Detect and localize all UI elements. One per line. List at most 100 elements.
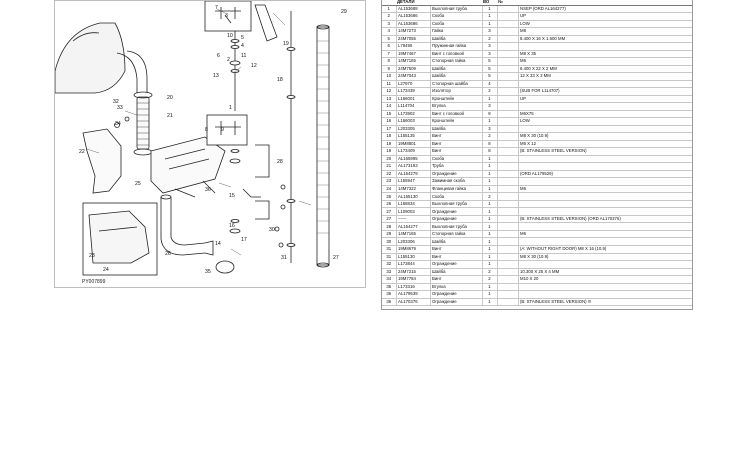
cell-note bbox=[518, 222, 692, 231]
cell-name: Винт bbox=[430, 132, 483, 141]
cell-no: 24 bbox=[382, 185, 397, 194]
callout-36: 36 bbox=[205, 187, 211, 193]
cell-no: 28 bbox=[382, 222, 397, 231]
cell-name: Пружинная гайка bbox=[430, 42, 483, 51]
cell-note bbox=[518, 177, 692, 186]
cell-sep bbox=[497, 253, 519, 262]
cell-sep bbox=[497, 102, 519, 111]
table-header-row: ДЕТАЛИ ВО № bbox=[382, 0, 692, 6]
cell-name: Скоба bbox=[430, 20, 483, 29]
cell-note: M8 X 35 bbox=[518, 50, 692, 59]
cell-part: 24M7509 bbox=[396, 65, 431, 74]
cell-no: 34 bbox=[382, 275, 397, 284]
cell-sep bbox=[497, 65, 519, 74]
header-cell: № bbox=[497, 0, 518, 6]
cell-name: Стопорная гайка bbox=[430, 230, 483, 239]
cell-no: 6 bbox=[382, 42, 397, 51]
cell-note: 8.400 X 16 X 1.600 MM bbox=[518, 35, 692, 44]
callout-34: 34 bbox=[115, 121, 121, 127]
cell-qty: 1 bbox=[482, 253, 498, 262]
cell-no: 27 bbox=[382, 215, 397, 224]
cell-part: 14M7273 bbox=[396, 27, 431, 36]
cell-qty: 2 bbox=[482, 35, 498, 44]
cell-qty: 1 bbox=[482, 230, 498, 239]
cell-name: Выхлопная труба bbox=[430, 222, 483, 231]
cell-qty: 1 bbox=[482, 283, 498, 292]
callout-9: 9 bbox=[221, 127, 224, 133]
cell-qty: 1 bbox=[482, 200, 498, 209]
cell-name: Шайба bbox=[430, 237, 483, 246]
cell-sep bbox=[497, 12, 519, 21]
callout-27: 27 bbox=[333, 255, 339, 261]
cell-qty: 1 bbox=[482, 20, 498, 29]
cell-name: Шайба bbox=[430, 125, 483, 134]
cell-name: Скоба bbox=[430, 155, 483, 164]
cell-name: Ограждение bbox=[430, 207, 483, 216]
cell-no: 18 bbox=[382, 132, 397, 141]
callout-28: 28 bbox=[277, 159, 283, 165]
cell-qty: 1 bbox=[482, 237, 498, 246]
callout-1: 1 bbox=[229, 105, 232, 111]
cell-sep bbox=[497, 72, 519, 81]
cell-no: 33 bbox=[382, 268, 397, 277]
cell-no: 2 bbox=[382, 12, 397, 21]
callout-33: 33 bbox=[117, 105, 123, 111]
cell-part: L155135 bbox=[396, 132, 431, 141]
cell-part: L173902 bbox=[396, 110, 431, 119]
cell-sep bbox=[497, 192, 519, 201]
cell-part: 19M7467 bbox=[396, 50, 431, 59]
cell-note: (B: STAINLESS STEEL VERSION) bbox=[518, 147, 692, 156]
cell-sep bbox=[497, 177, 519, 186]
cell-sep bbox=[497, 215, 519, 224]
cell-no: 30 bbox=[382, 237, 397, 246]
cell-qty: 1 bbox=[482, 260, 498, 269]
cell-qty: 1 bbox=[482, 207, 498, 216]
cell-no: 15 bbox=[382, 110, 397, 119]
cell-no: 19 bbox=[382, 147, 397, 156]
cell-qty: 1 bbox=[482, 162, 498, 171]
cell-part: AL153686 bbox=[396, 20, 431, 29]
cell-note: (B: STAINLESS STEEL VERSION) !!! bbox=[518, 298, 692, 307]
cell-note: M10 X 20 bbox=[518, 275, 692, 284]
cell-name: Ограждение bbox=[430, 298, 483, 307]
cell-sep bbox=[497, 298, 519, 307]
cell-part: L27970 bbox=[396, 80, 431, 89]
cell-qty: 3 bbox=[482, 50, 498, 59]
cell-note bbox=[518, 207, 692, 216]
elbow-pipe bbox=[116, 50, 148, 93]
cell-no: 35 bbox=[382, 283, 397, 292]
cell-note: (ORD AL179529) bbox=[518, 170, 692, 179]
header-cell: ДЕТАЛИ bbox=[396, 0, 430, 6]
cell-sep bbox=[497, 275, 519, 284]
cell-name: Винт с головкой bbox=[430, 110, 483, 119]
cell-no: 36 bbox=[382, 290, 397, 299]
cell-qty: 1 bbox=[482, 170, 498, 179]
cell-name: Шайба bbox=[430, 65, 483, 74]
cell-no: 10 bbox=[382, 72, 397, 81]
cell-part: L173439 bbox=[396, 87, 431, 96]
cell-no: 32 bbox=[382, 260, 397, 269]
cell-qty: 1 bbox=[482, 155, 498, 164]
callout-20: 20 bbox=[167, 95, 173, 101]
header-cell bbox=[382, 0, 396, 6]
cell-note: M8 X 30 (10.9) bbox=[518, 132, 692, 141]
cell-no: 19 bbox=[382, 140, 397, 149]
cell-sep bbox=[497, 87, 519, 96]
cell-part: L166001 bbox=[396, 95, 431, 104]
cell-part: AL165995 bbox=[396, 155, 431, 164]
cell-sep bbox=[497, 117, 519, 126]
cell-part: AL153686 bbox=[396, 12, 431, 21]
